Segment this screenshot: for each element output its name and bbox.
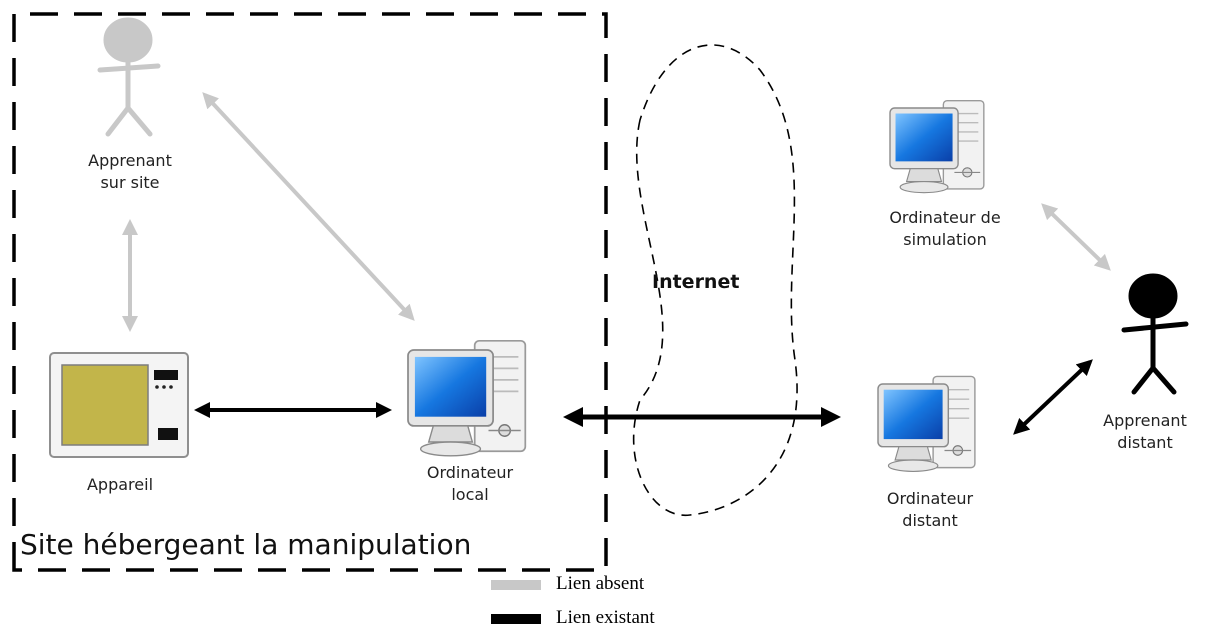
link-learner-local-computer xyxy=(202,92,415,321)
remote-learner-label-line1: Apprenant xyxy=(1103,411,1187,430)
site-boundary xyxy=(12,12,608,572)
device-icon xyxy=(49,352,189,458)
legend-existing-swatch xyxy=(491,614,541,624)
link-remote-computer-learner xyxy=(1013,359,1093,435)
internet-cloud xyxy=(632,44,798,516)
learner-onsite-label: Apprenant sur site xyxy=(60,150,200,194)
legend-absent-swatch xyxy=(491,580,541,590)
legend-existing-label: Lien existant xyxy=(556,607,655,628)
local-computer-icon xyxy=(407,339,527,457)
internet-label: Internet xyxy=(652,271,740,293)
simulation-computer-icon xyxy=(889,99,985,194)
remote-learner-label: Apprenant distant xyxy=(1080,410,1210,454)
remote-computer-icon xyxy=(877,375,976,473)
local-computer-label: Ordinateur local xyxy=(400,462,540,506)
local-computer-label-line2: local xyxy=(451,485,489,504)
simulation-computer-label-line1: Ordinateur de xyxy=(889,208,1001,227)
local-computer-label-line1: Ordinateur xyxy=(426,463,514,482)
link-simulation-remote-learner xyxy=(1041,203,1111,271)
device-label: Appareil xyxy=(86,475,154,494)
remote-computer-label: Ordinateur distant xyxy=(855,488,1005,532)
learner-onsite-label-line1: Apprenant xyxy=(88,151,172,170)
learner-onsite-figure xyxy=(97,17,161,137)
remote-computer-label-line1: Ordinateur xyxy=(886,489,974,508)
legend-absent-label: Lien absent xyxy=(556,573,645,594)
simulation-computer-label: Ordinateur de simulation xyxy=(870,207,1020,251)
remote-learner-figure xyxy=(1121,273,1189,395)
site-label: Site hébergeant la manipulation xyxy=(20,528,472,561)
learner-onsite-label-line2: sur site xyxy=(100,173,160,192)
simulation-computer-label-line2: simulation xyxy=(903,230,987,249)
remote-computer-label-line2: distant xyxy=(902,511,958,530)
remote-learner-label-line2: distant xyxy=(1117,433,1173,452)
